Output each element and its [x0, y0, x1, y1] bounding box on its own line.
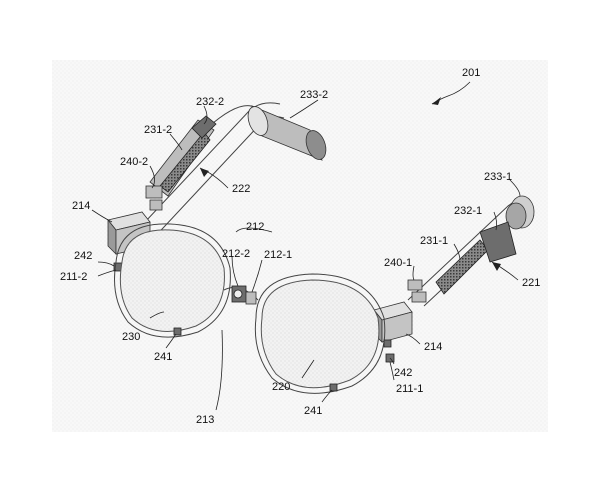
label-201: 201 — [462, 67, 480, 79]
label-212: 212 — [246, 221, 264, 233]
label-231-1: 231-1 — [420, 235, 448, 247]
right-lens-220 — [254, 273, 386, 394]
label-232-2: 232-2 — [196, 96, 224, 108]
label-220: 220 — [272, 381, 290, 393]
part-labels: 201 233-2 232-2 231-2 240-2 222 214 212 … — [60, 67, 540, 426]
label-242-left: 242 — [74, 250, 92, 262]
sensor-241-right — [329, 383, 338, 392]
label-214-left: 214 — [72, 200, 90, 212]
reference-arrow-201 — [431, 81, 471, 105]
label-211-1: 211-1 — [396, 383, 423, 395]
label-221: 221 — [522, 277, 540, 289]
label-233-2: 233-2 — [300, 89, 328, 101]
label-231-2: 231-2 — [144, 124, 172, 136]
label-230: 230 — [122, 331, 140, 343]
leader-lines — [91, 99, 521, 411]
sensor-240-1 — [407, 279, 427, 303]
label-241-right: 241 — [304, 405, 322, 417]
label-212-2: 212-2 — [222, 248, 250, 260]
sensor-241-left — [173, 327, 182, 336]
label-241-left: 241 — [154, 351, 172, 363]
label-242-right: 242 — [394, 367, 412, 379]
bridge-camera-212 — [223, 285, 259, 305]
label-214-right: 214 — [424, 341, 442, 353]
label-222: 222 — [232, 183, 250, 195]
right-circuit-module — [435, 221, 517, 295]
label-240-1: 240-1 — [384, 257, 412, 269]
label-213: 213 — [196, 414, 214, 426]
label-211-2: 211-2 — [60, 271, 87, 283]
sensor-242-right — [383, 339, 392, 348]
label-212-1: 212-1 — [264, 249, 292, 261]
sensor-240-2 — [145, 185, 163, 211]
label-233-1: 233-1 — [484, 171, 512, 183]
label-232-1: 232-1 — [454, 205, 482, 217]
left-lens-230 — [114, 223, 231, 338]
label-240-2: 240-2 — [120, 156, 148, 168]
battery-233-2 — [247, 105, 327, 161]
battery-233-1 — [505, 195, 535, 230]
